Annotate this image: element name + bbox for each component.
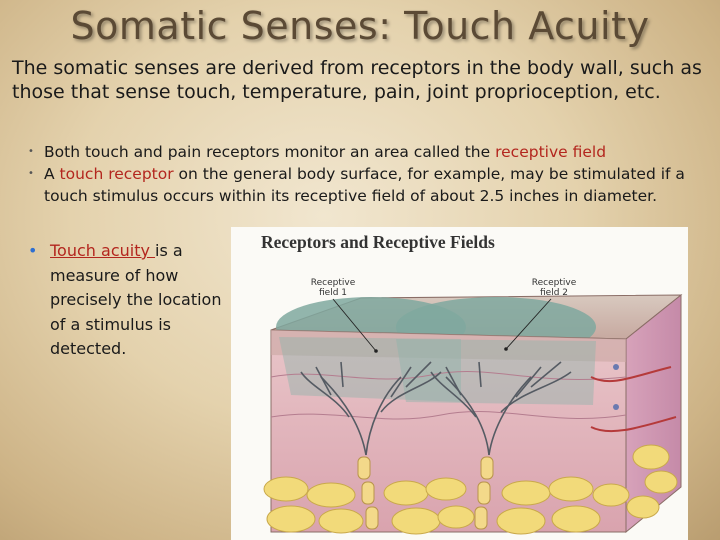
touch-acuity-link[interactable]: Touch acuity (50, 241, 156, 260)
bullet-text: Both touch and pain receptors monitor an… (44, 143, 496, 161)
bullet-text: on the general body surface, for example… (44, 165, 685, 205)
bullet-text: is a measure of how precisely the locati… (50, 241, 222, 358)
receptive-field-highlight: receptive field (495, 143, 607, 161)
bullet-touch-receptor: • A touch receptor on the general body s… (28, 163, 694, 207)
bullet-touch-acuity: • Touch acuity is a measure of how preci… (28, 239, 228, 362)
bullet-marker: • (28, 241, 38, 260)
bullet-receptive-field: • Both touch and pain receptors monitor … (28, 141, 694, 163)
skin-cross-section-illustration (263, 293, 683, 535)
slide-title: Somatic Senses: Touch Acuity (70, 4, 650, 48)
figure-title: Receptors and Receptive Fields (261, 232, 495, 252)
receptive-field-2-label: Receptive field 2 (531, 278, 577, 298)
intro-paragraph: The somatic senses are derived from rece… (12, 57, 702, 103)
touch-receptor-highlight: touch receptor (59, 165, 174, 183)
receptive-field-1-label: Receptive field 1 (310, 278, 356, 298)
bullet-text: A (44, 165, 60, 183)
receptive-fields-figure: Receptors and Receptive Fields Receptive… (231, 227, 688, 540)
sub-bullet-marker: • (28, 146, 34, 157)
sub-bullet-marker: • (28, 168, 34, 179)
